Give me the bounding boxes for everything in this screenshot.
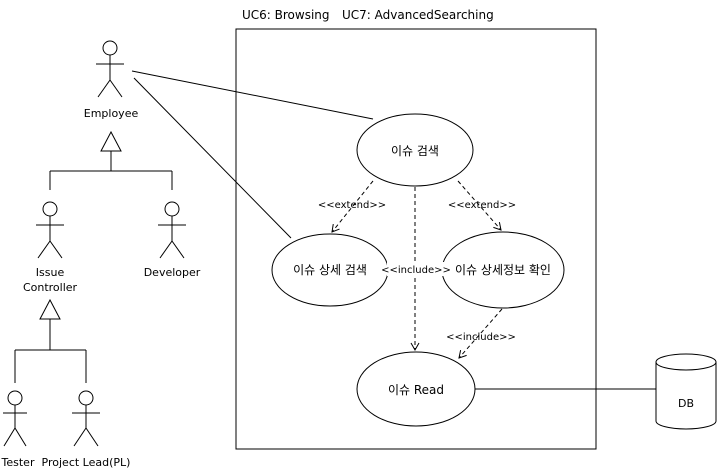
- boundary-title-uc7: UC7: AdvancedSearching: [342, 8, 494, 22]
- svg-text:이슈 검색: 이슈 검색: [391, 144, 439, 158]
- actor-project-lead: [72, 390, 100, 447]
- use-case-issue-detail-check: 이슈 상세정보 확인: [441, 231, 565, 309]
- include-label-center: <<include>>: [381, 265, 451, 276]
- actor-employee-label: Employee: [84, 107, 139, 120]
- include-label-lower: <<include>>: [446, 332, 516, 343]
- extend-label-left: <<extend>>: [318, 200, 386, 211]
- generalization-employee: [49, 130, 173, 190]
- use-case-issue-read: 이슈 Read: [356, 351, 476, 427]
- svg-text:이슈 상세 검색: 이슈 상세 검색: [293, 263, 367, 277]
- extend-label-right: <<extend>>: [448, 200, 516, 211]
- system-boundary: [235, 28, 597, 450]
- use-case-issue-search: 이슈 검색: [356, 113, 474, 187]
- svg-text:이슈 상세정보 확인: 이슈 상세정보 확인: [455, 263, 551, 277]
- svg-text:이슈 Read: 이슈 Read: [388, 383, 444, 397]
- actor-developer: [158, 201, 186, 259]
- extend-arrow-detail-check: [457, 180, 502, 231]
- actor-employee: [96, 40, 124, 98]
- boundary-title-uc6: UC6: Browsing: [242, 8, 330, 22]
- actor-tester-label: Tester: [1, 456, 35, 469]
- actor-project-lead-label: Project Lead(PL): [42, 456, 131, 469]
- include-label-center-bg: [387, 262, 445, 276]
- association-employee-issue-search: [131, 70, 374, 120]
- actor-issue-controller-label-line2: Controller: [23, 281, 78, 294]
- generalization-issue-controller: [14, 298, 87, 383]
- actor-issue-controller: [36, 201, 64, 259]
- include-arrow-check-read: [458, 308, 503, 359]
- association-employee-issue-detail-search: [133, 77, 292, 239]
- actor-issue-controller-label-line1: Issue: [36, 266, 65, 279]
- actor-developer-label: Developer: [144, 266, 201, 279]
- database-icon: [655, 353, 717, 430]
- extend-arrow-detail-search: [331, 180, 374, 233]
- database-label: DB: [678, 397, 694, 410]
- actor-tester: [3, 390, 27, 447]
- use-case-issue-detail-search: 이슈 상세 검색: [271, 233, 389, 307]
